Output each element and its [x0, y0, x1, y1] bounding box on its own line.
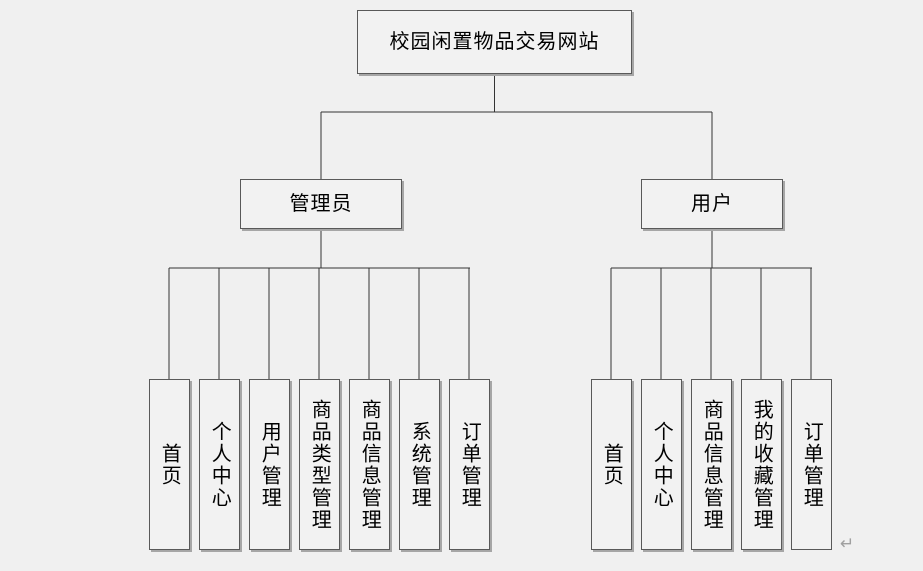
admin-leaf-order-management[interactable]: 订单管理: [449, 379, 490, 550]
admin-leaf-home-label: 首页: [158, 442, 183, 487]
admin-leaf-product-type-management[interactable]: 商品类型管理: [299, 379, 340, 550]
admin-leaf-system-management[interactable]: 系统管理: [399, 379, 440, 550]
admin-leaf-home[interactable]: 首页: [149, 379, 190, 550]
user-leaf-order-management[interactable]: 订单管理: [791, 379, 832, 550]
paragraph-return-icon: ↵: [840, 534, 855, 554]
admin-leaf-product-type-management-label: 商品类型管理: [308, 398, 333, 531]
root-node-label: 校园闲置物品交易网站: [389, 29, 600, 54]
user-leaf-personal-center-label: 个人中心: [650, 420, 675, 509]
role-node-admin[interactable]: 管理员: [240, 179, 402, 229]
user-leaf-product-info-management[interactable]: 商品信息管理: [691, 379, 732, 550]
user-leaf-my-favorites-management[interactable]: 我的收藏管理: [741, 379, 782, 550]
user-leaf-personal-center[interactable]: 个人中心: [641, 379, 682, 550]
role-node-user-label: 用户: [691, 191, 733, 216]
admin-leaf-order-management-label: 订单管理: [458, 420, 483, 509]
admin-leaf-product-info-management[interactable]: 商品信息管理: [349, 379, 390, 550]
user-leaf-order-management-label: 订单管理: [800, 420, 825, 509]
user-leaf-product-info-management-label: 商品信息管理: [700, 398, 725, 531]
role-node-admin-label: 管理员: [289, 191, 353, 216]
admin-leaf-user-management-label: 用户管理: [258, 420, 283, 509]
role-node-user[interactable]: 用户: [641, 179, 783, 229]
admin-leaf-user-management[interactable]: 用户管理: [249, 379, 290, 550]
root-node-campus-trading-site[interactable]: 校园闲置物品交易网站: [357, 10, 632, 74]
user-leaf-my-favorites-management-label: 我的收藏管理: [750, 398, 775, 531]
user-leaf-home[interactable]: 首页: [591, 379, 632, 550]
admin-leaf-product-info-management-label: 商品信息管理: [358, 398, 383, 531]
admin-leaf-personal-center[interactable]: 个人中心: [199, 379, 240, 550]
user-leaf-home-label: 首页: [600, 442, 625, 487]
admin-leaf-personal-center-label: 个人中心: [208, 420, 233, 509]
admin-leaf-system-management-label: 系统管理: [408, 420, 433, 509]
